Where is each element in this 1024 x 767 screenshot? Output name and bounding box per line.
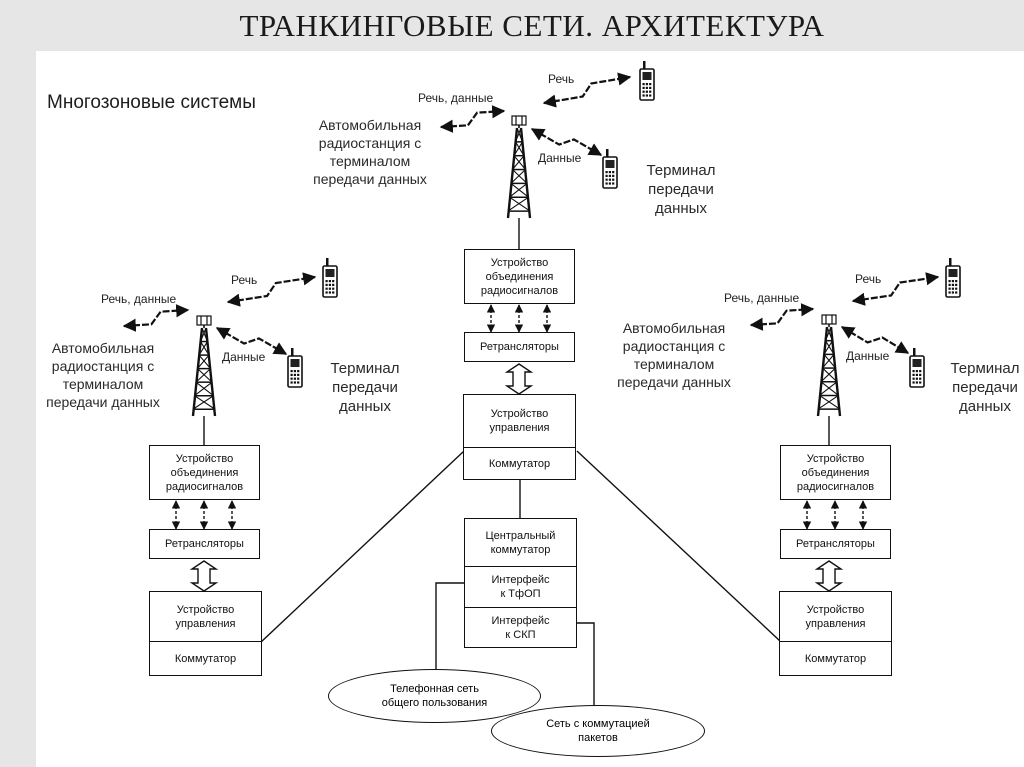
top-voice-link <box>542 72 632 108</box>
left-to-central-line <box>259 450 465 644</box>
left-switch-cell: Коммутатор <box>150 641 261 675</box>
right-data-link <box>840 326 910 354</box>
left-data-link <box>215 327 288 355</box>
top-switch-cell: Коммутатор <box>464 447 575 479</box>
right-repeaters-box: Ретрансляторы <box>780 529 891 559</box>
left-repeaters-box: Ретрансляторы <box>149 529 260 559</box>
packet-interface-cell: Интерфейс к СКП <box>465 607 576 647</box>
right-voice-label: Речь <box>855 272 882 286</box>
left-data-handset <box>287 348 303 388</box>
top-controller-box: Устройство управления Коммутатор <box>463 394 576 480</box>
top-controller-cell: Устройство управления <box>489 408 550 434</box>
top-terminal-label: Терминал передачи данных <box>646 162 716 217</box>
left-station-label: Автомобильная радиостанция с терминалом … <box>46 340 160 410</box>
right-voice-link <box>851 272 940 306</box>
top-data-link <box>530 128 603 156</box>
right-data-handset <box>909 348 925 388</box>
left-controller-box: Устройство управления Коммутатор <box>149 591 262 676</box>
top-voice-label: Речь <box>548 72 575 86</box>
top-data-label: Данные <box>538 151 582 165</box>
right-tower <box>816 314 842 417</box>
diagram-canvas: Многозоновые системы Автомобильная радио… <box>36 51 1024 767</box>
left-data-label: Данные <box>222 350 266 364</box>
right-terminal-label: Терминал передачи данных <box>950 360 1020 415</box>
right-station-label: Автомобильная радиостанция с терминалом … <box>617 320 731 390</box>
top-voice-data-label: Речь, данные <box>418 91 494 105</box>
left-tower <box>191 315 217 417</box>
top-voice-data-link <box>439 105 506 133</box>
right-controller-cell: Устройство управления <box>805 603 866 630</box>
slide-title: ТРАНКИНГОВЫЕ СЕТИ. АРХИТЕКТУРА <box>239 8 825 43</box>
top-data-handset <box>602 149 618 189</box>
left-repeater-controller-arrow <box>189 560 219 592</box>
left-combiner-box: Устройство объединения радиосигналов <box>149 445 260 500</box>
top-tower <box>506 115 532 219</box>
pstn-network-ellipse: Телефонная сеть общего пользования <box>328 669 541 723</box>
left-controller-cell: Устройство управления <box>175 603 236 630</box>
right-controller-box: Устройство управления Коммутатор <box>779 591 892 676</box>
right-repeater-controller-arrow <box>814 560 844 592</box>
top-voice-handset <box>639 61 655 101</box>
left-voice-data-label: Речь, данные <box>101 292 177 306</box>
right-switch-cell: Коммутатор <box>780 641 891 675</box>
packet-network-ellipse: Сеть с коммутацией пакетов <box>491 705 705 757</box>
top-repeaters-box: Ретрансляторы <box>464 332 575 362</box>
packet-interface-line <box>577 622 595 709</box>
right-to-central-line <box>576 450 781 642</box>
left-voice-label: Речь <box>231 273 258 287</box>
pstn-interface-line <box>435 582 464 671</box>
left-voice-handset <box>322 258 338 298</box>
diagram-lines <box>122 61 961 709</box>
top-combiner-box: Устройство объединения радиосигналов <box>464 249 575 304</box>
right-voice-data-link <box>749 303 815 331</box>
central-switch-cell: Центральный коммутатор <box>485 529 556 556</box>
pstn-interface-cell: Интерфейс к ТфОП <box>465 566 576 607</box>
right-data-label: Данные <box>846 349 890 363</box>
left-voice-link <box>226 272 317 307</box>
right-voice-data-label: Речь, данные <box>724 291 800 305</box>
top-station-label: Автомобильная радиостанция с терминалом … <box>313 117 427 187</box>
right-voice-handset <box>945 258 961 298</box>
central-switch-box: Центральный коммутатор Интерфейс к ТфОП … <box>464 518 577 648</box>
left-voice-data-link <box>122 304 190 332</box>
left-terminal-label: Терминал передачи данных <box>330 360 400 415</box>
right-combiner-box: Устройство объединения радиосигналов <box>780 445 891 500</box>
diagram-subtitle: Многозоновые системы <box>47 92 256 113</box>
top-repeater-controller-arrow <box>504 363 534 395</box>
